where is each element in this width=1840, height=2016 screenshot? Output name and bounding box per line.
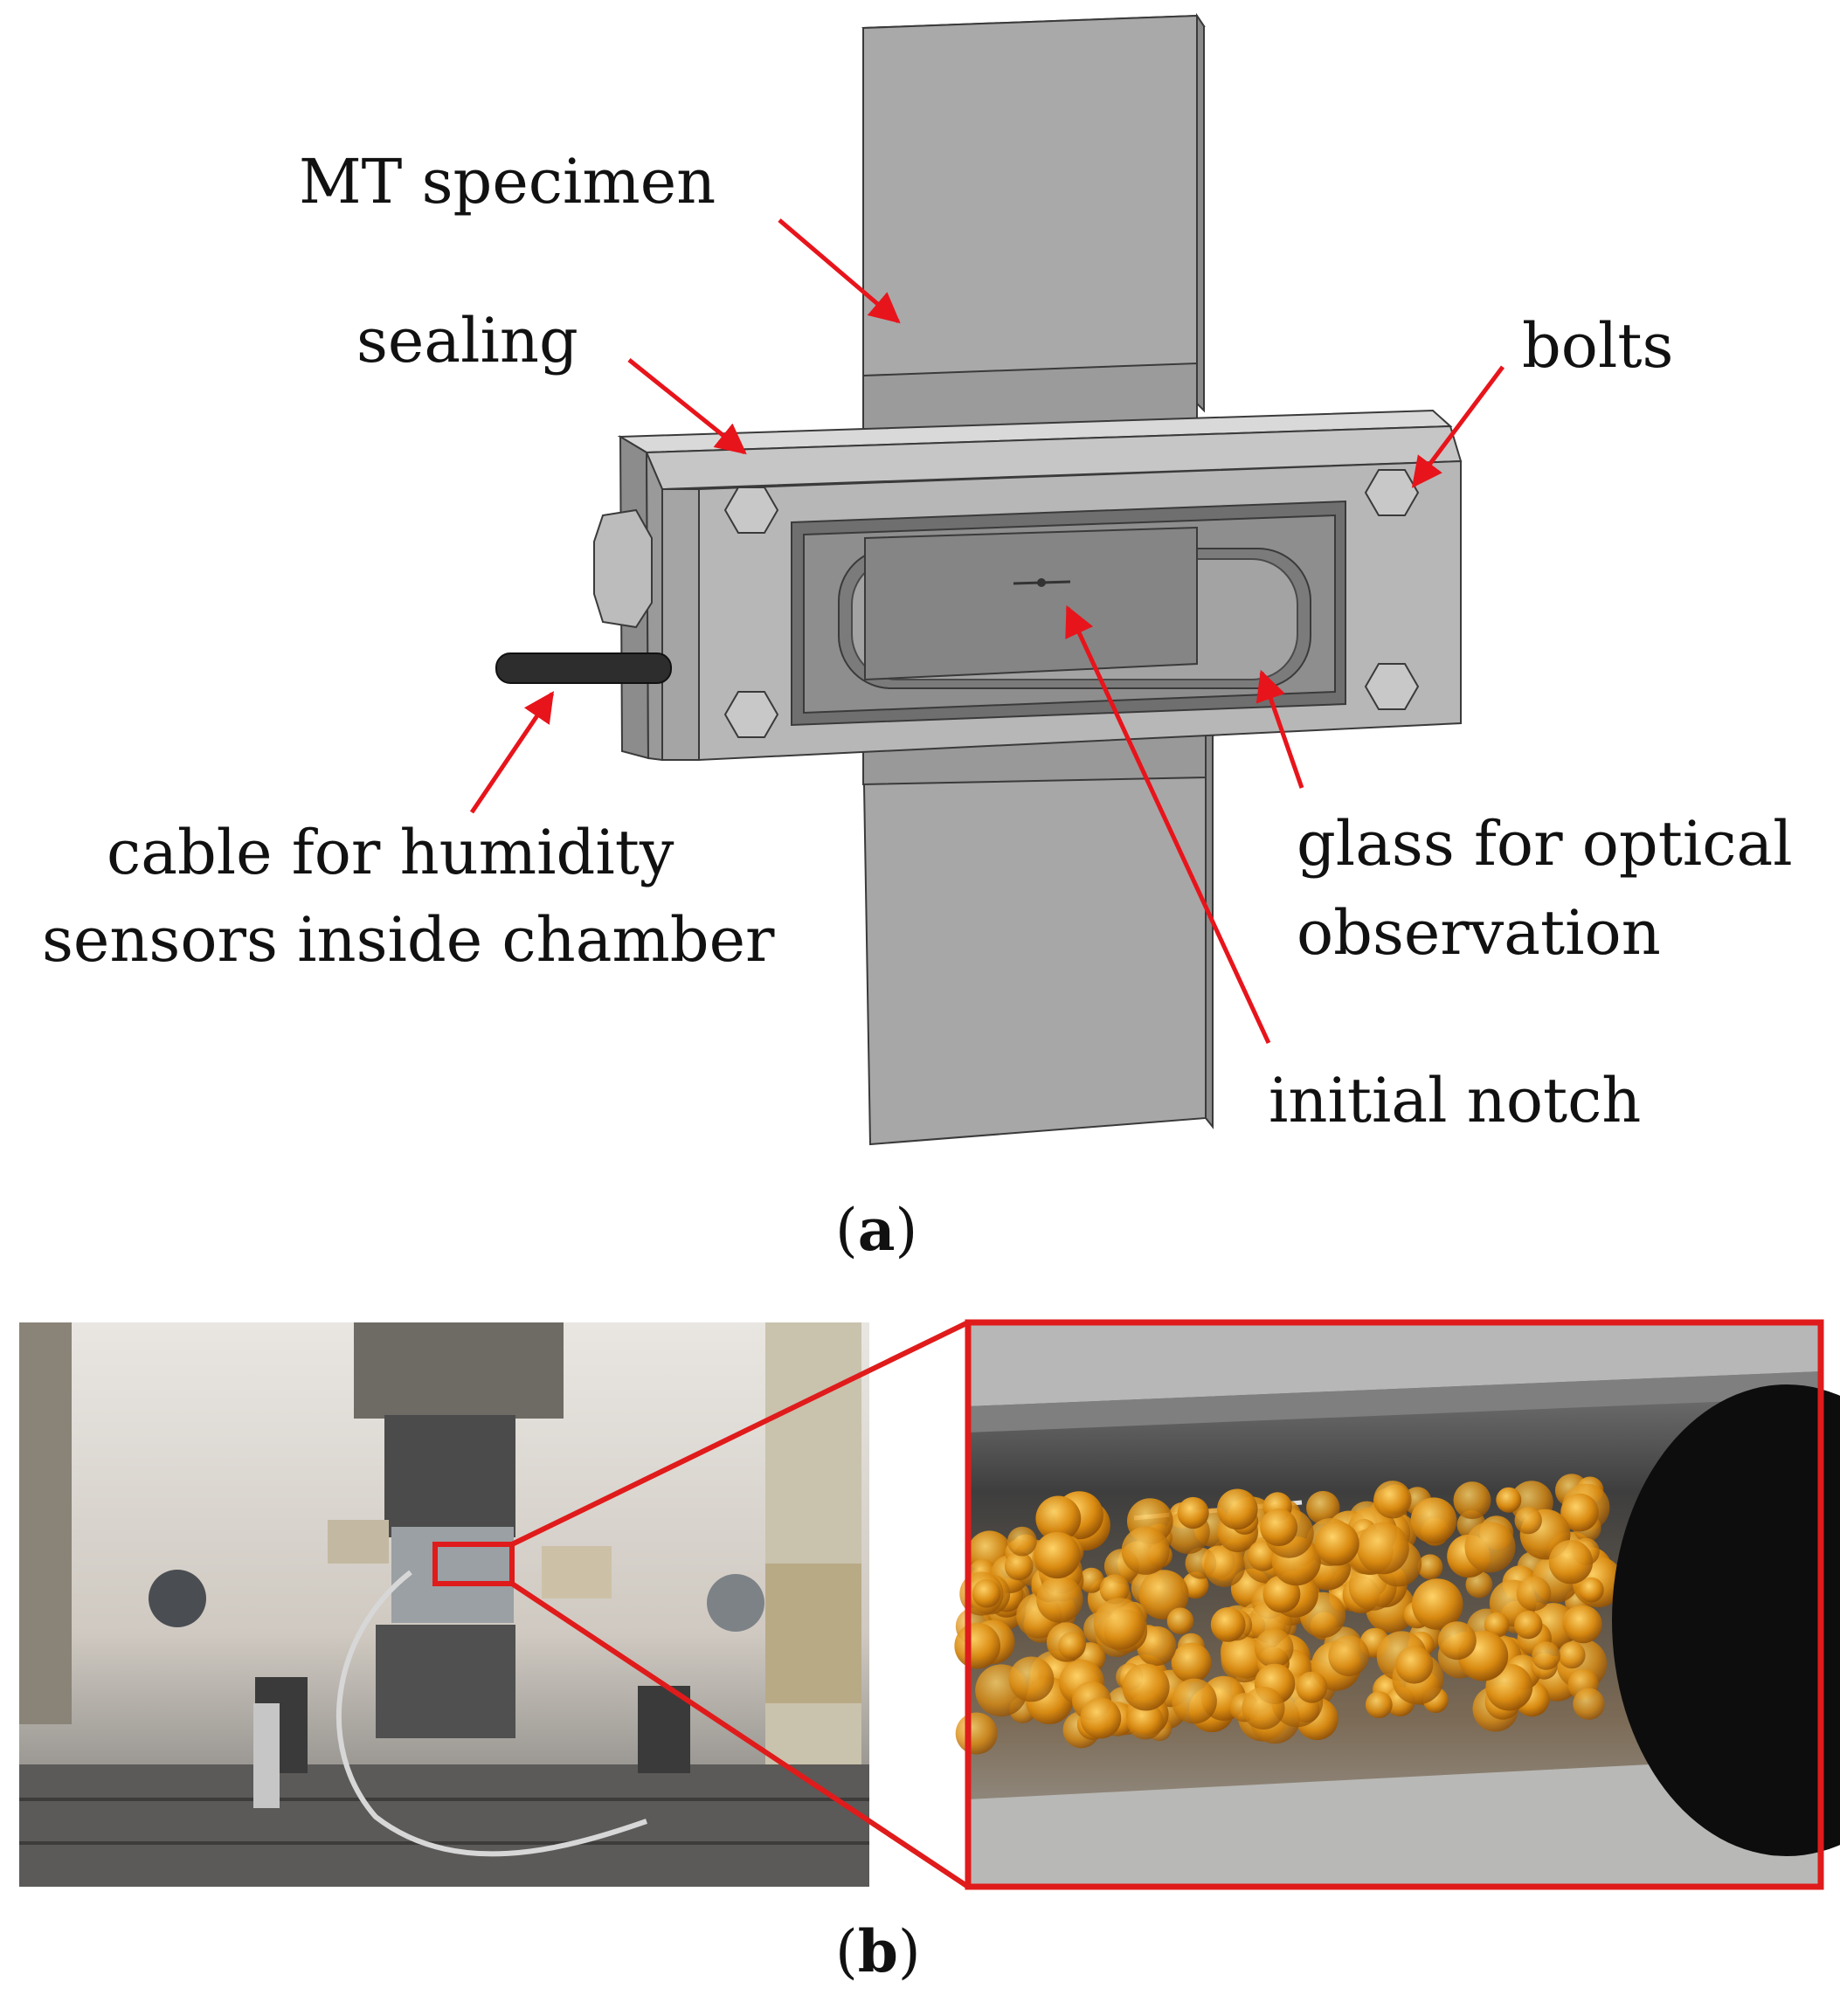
caption-panel-b-letter: b	[857, 1917, 898, 1985]
bead	[1035, 1495, 1082, 1542]
caption-panel-a-letter: a	[857, 1196, 896, 1264]
label-bolts: bolts	[1522, 310, 1674, 382]
bead	[1410, 1497, 1457, 1544]
bead	[1121, 1526, 1170, 1575]
bead	[954, 1622, 1000, 1669]
caption-panel-a: (a)	[835, 1196, 918, 1264]
humidity-cable	[495, 652, 672, 684]
bead	[1417, 1554, 1443, 1580]
annotation-arrows	[469, 218, 1505, 1045]
zoom-connectors	[510, 1320, 970, 1889]
bead	[1411, 1578, 1463, 1630]
bolt-top-right	[1364, 469, 1420, 516]
bead	[1496, 1487, 1522, 1513]
bead	[1177, 1496, 1209, 1529]
bead	[1328, 1635, 1370, 1676]
caption-panel-b: (b)	[835, 1917, 921, 1985]
bead	[1138, 1570, 1189, 1620]
bead	[1093, 1598, 1146, 1650]
bead	[1260, 1509, 1298, 1547]
bead	[1314, 1521, 1359, 1566]
bead	[1453, 1481, 1491, 1520]
label-cable-line1: cable for humidity	[107, 817, 674, 888]
bead	[1558, 1641, 1586, 1669]
label-initial-notch: initial notch	[1269, 1065, 1642, 1136]
label-cable-line2: sensors inside chamber	[42, 904, 775, 976]
bead	[1516, 1576, 1552, 1612]
bead	[1099, 1574, 1130, 1605]
label-glass-line2: observation	[1297, 897, 1661, 969]
zoom-photo	[954, 1319, 1840, 1890]
bead	[1373, 1481, 1412, 1519]
bead	[1007, 1526, 1037, 1557]
bead	[1254, 1628, 1294, 1668]
label-sealing: sealing	[356, 305, 578, 376]
bead	[972, 1579, 1001, 1608]
panel-b-photos	[19, 1319, 1840, 1890]
bead	[1514, 1611, 1543, 1640]
bead	[1034, 1531, 1081, 1579]
bead	[1484, 1612, 1510, 1638]
bead	[1078, 1567, 1104, 1593]
label-glass-line1: glass for optical	[1297, 808, 1793, 880]
bead	[1204, 1545, 1246, 1587]
mt-specimen-upper	[861, 12, 1206, 465]
bead	[1514, 1506, 1542, 1535]
bead	[1357, 1522, 1409, 1575]
bead	[1172, 1678, 1217, 1724]
bolt-bottom-right	[1364, 663, 1420, 710]
bead	[1548, 1540, 1594, 1584]
bead	[1560, 1493, 1599, 1532]
bead	[1437, 1621, 1477, 1660]
bead	[1579, 1577, 1604, 1603]
bead	[1036, 1576, 1083, 1623]
chamber	[495, 409, 1463, 762]
bead	[1217, 1488, 1258, 1530]
bead	[1573, 1688, 1605, 1720]
bolt-bottom-left	[723, 691, 779, 738]
bead	[1210, 1607, 1246, 1642]
bead	[1365, 1691, 1393, 1718]
bead	[1465, 1571, 1493, 1598]
silica-gel-beads	[954, 1474, 1624, 1755]
bead	[1306, 1490, 1340, 1525]
bead	[1564, 1605, 1602, 1644]
bead	[1166, 1607, 1194, 1635]
bead	[1080, 1697, 1122, 1739]
bead	[1058, 1632, 1086, 1660]
test-setup-photo	[19, 1322, 869, 1887]
bead	[1464, 1522, 1516, 1573]
bolt-top-left	[723, 487, 779, 534]
bead	[1008, 1656, 1055, 1702]
bead	[1532, 1641, 1560, 1670]
bead	[1122, 1663, 1170, 1711]
bead	[1126, 1702, 1164, 1740]
bead	[1296, 1671, 1328, 1703]
bead	[1004, 1551, 1034, 1581]
bead	[1171, 1642, 1212, 1683]
label-mt-specimen: MT specimen	[299, 146, 716, 217]
side-nut	[593, 508, 653, 629]
bead	[1242, 1687, 1285, 1729]
bead	[955, 1712, 998, 1755]
mt-specimen-lower	[861, 721, 1214, 1146]
panel-a-drawing	[469, 12, 1505, 1146]
bead	[1395, 1646, 1434, 1684]
